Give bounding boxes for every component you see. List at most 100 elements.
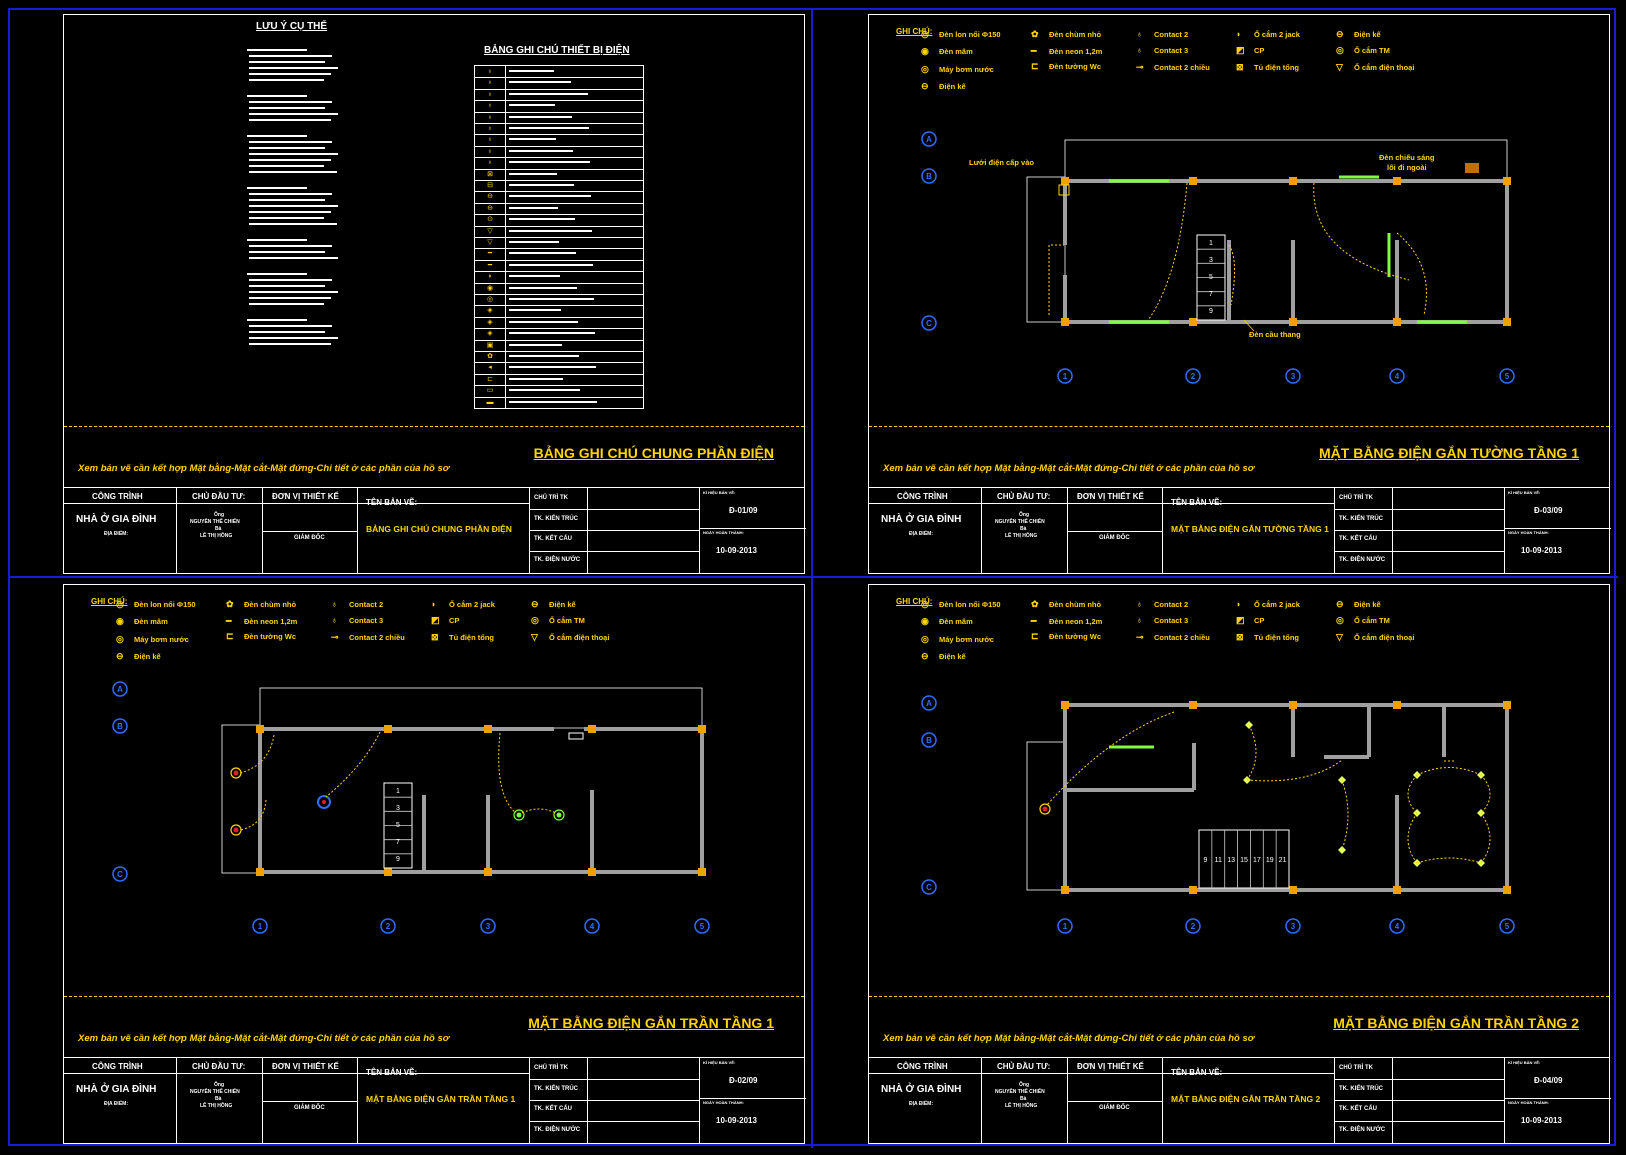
legend-item: Điện kế xyxy=(1354,600,1381,609)
equipment-symbol-icon: ◈ xyxy=(487,318,493,326)
equipment-symbol-icon: ◉ xyxy=(486,284,494,292)
equipment-symbol-icon: ▽ xyxy=(487,227,493,235)
legend-symbol-icon: ◎ xyxy=(921,634,929,644)
equipment-description xyxy=(509,229,609,235)
legend-item: Máy bơm nước xyxy=(134,635,189,644)
sheet-general-notes: LƯU Ý CỤ THỂ BẢNG GHI CHÚ THIẾT BỊ ĐIỆN … xyxy=(63,14,806,574)
equipment-description xyxy=(509,274,609,280)
column xyxy=(1289,701,1297,709)
legend-symbol-icon: ◉ xyxy=(116,616,124,626)
owner-line-1: Ông xyxy=(214,512,224,518)
meter-icon xyxy=(1058,184,1070,196)
column xyxy=(1393,318,1401,326)
legend-symbol-icon: ━ xyxy=(226,616,232,626)
kien-truc: TK. KIẾN TRÚC xyxy=(534,516,578,522)
legend-symbol-icon: ▽ xyxy=(1336,62,1343,72)
column xyxy=(1289,318,1297,326)
table-row: ♁ xyxy=(475,89,643,102)
equipment-symbol-icon: ◎ xyxy=(486,296,494,303)
column xyxy=(1393,177,1401,185)
sheet-note: Xem bản vẽ cần kết hợp Mặt bằng-Mặt cắt-… xyxy=(883,463,1255,474)
legend-symbol-icon: ◎ xyxy=(116,634,124,644)
sheet-note: Xem bản vẽ cần kết hợp Mặt bằng-Mặt cắt-… xyxy=(883,1033,1255,1044)
owner-line-3: Bà xyxy=(215,526,222,532)
wire xyxy=(1046,711,1175,806)
equipment-symbol-icon: ♁ xyxy=(487,147,493,155)
legend-item: CP xyxy=(449,616,460,625)
legend-item: Tủ điện tổng xyxy=(1254,633,1299,642)
svg-text:3: 3 xyxy=(486,922,491,931)
owner-line-4: LÊ THỊ HỒNG xyxy=(1005,533,1038,539)
table-row: ◈ xyxy=(475,305,643,318)
legend-title: GHI CHÚ: xyxy=(896,27,933,36)
legend-item: Đèn tường Wc xyxy=(1049,632,1102,641)
equipment-symbol-icon: ◈ xyxy=(487,307,493,315)
legend-symbol-icon: ◗ xyxy=(1236,29,1242,39)
legend-item: Máy bơm nước xyxy=(939,65,994,74)
ky-hieu-label: KÍ HIỆU BẢN VẼ: xyxy=(703,490,736,495)
legend-symbol-icon: ⊖ xyxy=(531,599,539,609)
equipment-description xyxy=(509,240,609,246)
wire xyxy=(325,731,381,798)
svg-text:9: 9 xyxy=(1203,857,1207,864)
dien-nuoc: TK. ĐIỆN NƯỚC xyxy=(1339,1127,1386,1133)
dashed-separator xyxy=(64,426,804,427)
table-row: ⊖ xyxy=(475,191,643,204)
legend-symbol-icon: ◩ xyxy=(431,615,440,625)
table-row: ♁ xyxy=(475,112,643,124)
sheet-code: Đ-01/09 xyxy=(729,506,758,515)
table-row: ♁ xyxy=(475,100,643,113)
grid-bubble-A: A xyxy=(112,681,128,697)
equipment-description xyxy=(509,388,609,394)
chu-tri: CHỦ TRÌ TK xyxy=(1339,495,1373,501)
dashed-separator xyxy=(869,426,1609,427)
sheet-title: BẢNG GHI CHÚ CHUNG PHẦN ĐIỆN xyxy=(533,445,774,461)
ten-ban-ve-label: TÊN BẢN VẼ: xyxy=(1171,1068,1223,1077)
wire xyxy=(1407,812,1418,864)
equipment-description xyxy=(509,354,609,360)
dia-diem: ĐỊA ĐIỂM: xyxy=(104,531,128,537)
lamp-icon xyxy=(553,809,565,821)
title-block: CÔNG TRÌNH NHÀ Ở GIA ĐÌNH ĐỊA ĐIỂM: CHỦ … xyxy=(869,1057,1611,1143)
svg-text:15: 15 xyxy=(1240,857,1248,864)
legend-item: Đèn neon 1,2m xyxy=(1049,617,1103,626)
equipment-description xyxy=(509,320,609,326)
column xyxy=(1061,318,1069,326)
grid-bubble-1: 1 xyxy=(1057,918,1073,934)
svg-text:13: 13 xyxy=(1227,857,1235,864)
owner-line-1: Ông xyxy=(1019,1082,1029,1088)
horizontal-divider xyxy=(8,576,1618,578)
legend-item: Contact 3 xyxy=(349,616,384,625)
grid-bubble-2: 2 xyxy=(1185,918,1201,934)
cong-trinh-label: CÔNG TRÌNH xyxy=(897,1062,948,1071)
ten-ban-ve-value: MẶT BẰNG ĐIỆN GẮN TƯỜNG TẦNG 1 xyxy=(1171,524,1329,534)
legend-item: CP xyxy=(1254,46,1265,55)
dashed-separator xyxy=(64,996,804,997)
sheet-title: MẶT BẰNG ĐIỆN GẮN TRẦN TẦNG 2 xyxy=(1333,1015,1579,1031)
giam-doc: GIÁM ĐỐC xyxy=(294,1105,325,1111)
dia-diem: ĐỊA ĐIỂM: xyxy=(909,531,933,537)
column xyxy=(698,725,706,733)
ngay-value: 10-09-2013 xyxy=(1521,1116,1562,1125)
legend-symbol-icon: ◗ xyxy=(1236,599,1242,609)
svg-text:C: C xyxy=(117,870,123,879)
column xyxy=(1503,701,1511,709)
legend-symbol-icon: ⊠ xyxy=(1236,62,1244,72)
table-row: ♁ xyxy=(475,134,643,147)
title-block: CÔNG TRÌNH NHÀ Ở GIA ĐÌNH ĐỊA ĐIỂM: CHỦ … xyxy=(869,487,1611,573)
legend-symbol-icon: ♁ xyxy=(1136,29,1143,39)
legend-symbol-icon: ⊏ xyxy=(226,631,234,641)
outline xyxy=(259,687,703,729)
label-den-cau-thang: Đèn cầu thang xyxy=(1249,330,1301,339)
wire xyxy=(239,799,267,831)
wire xyxy=(1341,779,1349,851)
table-row: ♁ xyxy=(475,157,643,170)
legend-title: GHI CHÚ: xyxy=(896,597,933,606)
legend-item: Contact 2 chiều xyxy=(1154,633,1210,642)
outline xyxy=(1026,176,1066,323)
svg-text:B: B xyxy=(926,736,932,745)
column xyxy=(1061,177,1069,185)
